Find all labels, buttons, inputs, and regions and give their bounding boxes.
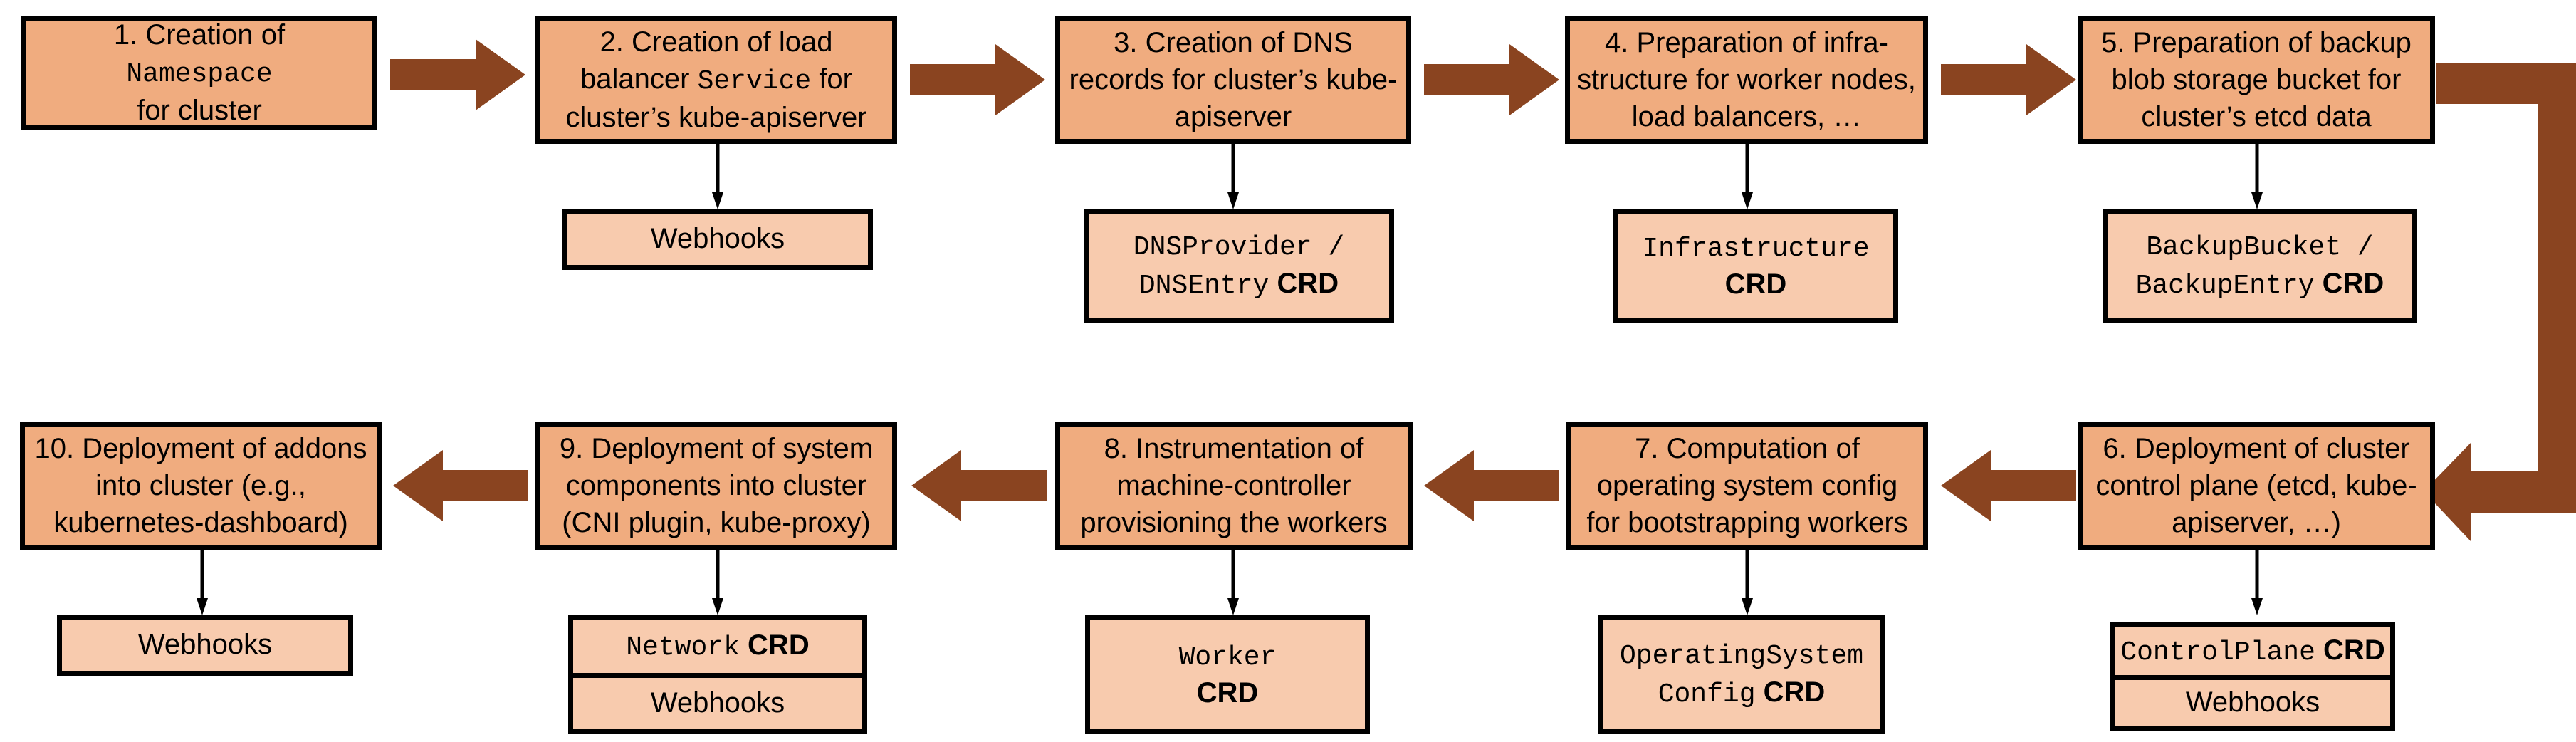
connector-step9-artifact [712,550,723,615]
step-10-text: 10. Deployment of addons into cluster (e… [34,433,367,538]
artifact-box-step9[interactable]: Network CRD Webhooks [568,615,867,734]
step-box-10[interactable]: 10. Deployment of addons into cluster (e… [20,422,382,550]
step-3-text: 3. Creation of DNS records for cluster’s… [1069,27,1398,132]
step-box-8[interactable]: 8. Instrumentation of machine-controller… [1055,422,1413,550]
artifact-row-crd[interactable]: Network CRD [573,620,862,673]
artifact-crd-suffix: CRD [1196,677,1259,709]
step-box-7[interactable]: 7. Computation of operating system confi… [1566,422,1928,550]
artifact-label-dns-crd: DNSProvider / DNSEntry CRD [1133,227,1344,303]
artifact-label-webhooks: Webhooks [137,629,273,661]
artifact-crd-line-1: Network [626,632,740,663]
step-5-text: 5. Preparation of backup blob storage bu… [2101,27,2412,132]
artifact-box-step4[interactable]: Infrastructure CRD [1613,209,1898,323]
flow-arrow-9-to-10 [393,450,528,521]
artifact-row-crd[interactable]: DNSProvider / DNSEntry CRD [1089,214,1389,318]
connector-step4-artifact [1742,144,1753,209]
artifact-row-crd[interactable]: ControlPlane CRD [2115,627,2390,675]
flow-arrow-1-to-2 [390,39,525,110]
connector-step8-artifact [1227,550,1239,615]
artifact-row-crd[interactable]: Infrastructure CRD [1618,214,1893,318]
step-7-text: 7. Computation of operating system confi… [1586,433,1908,538]
artifact-row-crd[interactable]: OperatingSystem Config CRD [1603,620,1880,729]
artifact-box-step2[interactable]: Webhooks [562,209,873,270]
flow-arrow-5-to-6-elbow [2424,43,2576,563]
step-box-1[interactable]: 1. Creation of Namespace for cluster [21,16,377,130]
connector-step3-artifact [1227,144,1239,209]
artifact-box-step5[interactable]: BackupBucket / BackupEntry CRD [2103,209,2417,323]
artifact-crd-suffix: CRD [2323,634,2385,666]
step-6-text: 6. Deployment of cluster control plane (… [2095,433,2417,538]
flow-arrow-6-to-7 [1941,450,2076,521]
step-2-line-2a: balancer [580,63,698,95]
step-2-line-2-code: Service [697,66,812,97]
artifact-crd-suffix: CRD [1724,268,1787,301]
artifact-crd-line-2: Config [1658,679,1756,710]
step-1-line-2-code: Namespace [126,58,273,90]
artifact-crd-line-1: DNSProvider / [1133,232,1345,263]
step-1-line-3: for cluster [137,95,262,127]
artifact-label-worker-crd: Worker CRD [1179,637,1277,712]
artifact-crd-suffix: CRD [2322,268,2384,299]
artifact-crd-line-2: DNSEntry [1138,271,1269,301]
step-1-line-1: 1. Creation of [113,19,286,51]
artifact-row-crd[interactable]: Worker CRD [1090,620,1365,729]
artifact-box-step10[interactable]: Webhooks [57,615,353,676]
artifact-row-webhooks[interactable]: Webhooks [2115,674,2390,726]
artifact-crd-line-1: ControlPlane [2120,637,2315,668]
artifact-crd-suffix: CRD [748,629,810,661]
artifact-label-osc-crd: OperatingSystem Config CRD [1620,636,1863,712]
artifact-row-webhooks[interactable]: Webhooks [573,672,862,729]
artifact-box-step7[interactable]: OperatingSystem Config CRD [1598,615,1885,734]
flow-arrow-4-to-5 [1941,44,2076,115]
step-4-text: 4. Preparation of infra-structure for wo… [1577,27,1916,132]
artifact-label-webhooks: Webhooks [650,223,785,255]
step-2-line-1: 2. Creation of load [600,26,833,58]
step-2-line-2b: for [811,63,852,95]
artifact-box-step8[interactable]: Worker CRD [1085,615,1370,734]
flow-arrow-2-to-3 [910,44,1045,115]
step-2-text: 2. Creation of load balancer Service for… [565,23,866,136]
step-box-2[interactable]: 2. Creation of load balancer Service for… [535,16,897,144]
connector-step7-artifact [1742,550,1753,615]
flow-arrow-7-to-8 [1424,450,1559,521]
step-box-6[interactable]: 6. Deployment of cluster control plane (… [2078,422,2435,550]
step-2-line-3: cluster’s kube-apiserver [565,102,867,134]
artifact-crd-line-1: Worker [1178,642,1277,673]
artifact-crd-line-1: Infrastructure [1642,233,1870,264]
connector-step6-artifact [2251,550,2263,615]
connector-step10-artifact [197,550,208,615]
artifact-crd-line-1: OperatingSystem [1619,641,1864,672]
artifact-label-network-crd: Network CRD [626,627,809,666]
step-box-5[interactable]: 5. Preparation of backup blob storage bu… [2078,16,2435,144]
step-box-4[interactable]: 4. Preparation of infra-structure for wo… [1565,16,1928,144]
connector-step5-artifact [2251,144,2263,209]
artifact-crd-suffix: CRD [1277,268,1339,299]
artifact-crd-suffix: CRD [1763,676,1826,708]
flow-arrow-3-to-4 [1424,44,1559,115]
artifact-label-webhooks: Webhooks [2185,686,2320,719]
artifact-row-crd[interactable]: BackupBucket / BackupEntry CRD [2108,214,2412,318]
artifact-row-webhooks[interactable]: Webhooks [62,620,348,671]
artifact-box-step6[interactable]: ControlPlane CRD Webhooks [2110,622,2395,731]
step-box-3[interactable]: 3. Creation of DNS records for cluster’s… [1055,16,1411,144]
artifact-crd-line-2: BackupEntry [2135,271,2315,301]
step-8-text: 8. Instrumentation of machine-controller… [1080,433,1388,538]
step-box-9[interactable]: 9. Deployment of system components into … [535,422,897,550]
artifact-label-backup-crd: BackupBucket / BackupEntry CRD [2136,227,2384,303]
step-9-text: 9. Deployment of system components into … [559,433,874,538]
artifact-box-step3[interactable]: DNSProvider / DNSEntry CRD [1084,209,1394,323]
artifact-label-infrastructure-crd: Infrastructure CRD [1642,229,1869,303]
step-1-text: 1. Creation of Namespace for cluster [114,16,285,129]
artifact-crd-line-1: BackupBucket / [2146,232,2374,263]
flow-arrow-8-to-9 [911,450,1047,521]
connector-step2-artifact [712,144,723,209]
artifact-label-controlplane-crd: ControlPlane CRD [2120,632,2384,671]
artifact-row-webhooks[interactable]: Webhooks [567,214,868,265]
artifact-label-webhooks: Webhooks [650,687,785,719]
